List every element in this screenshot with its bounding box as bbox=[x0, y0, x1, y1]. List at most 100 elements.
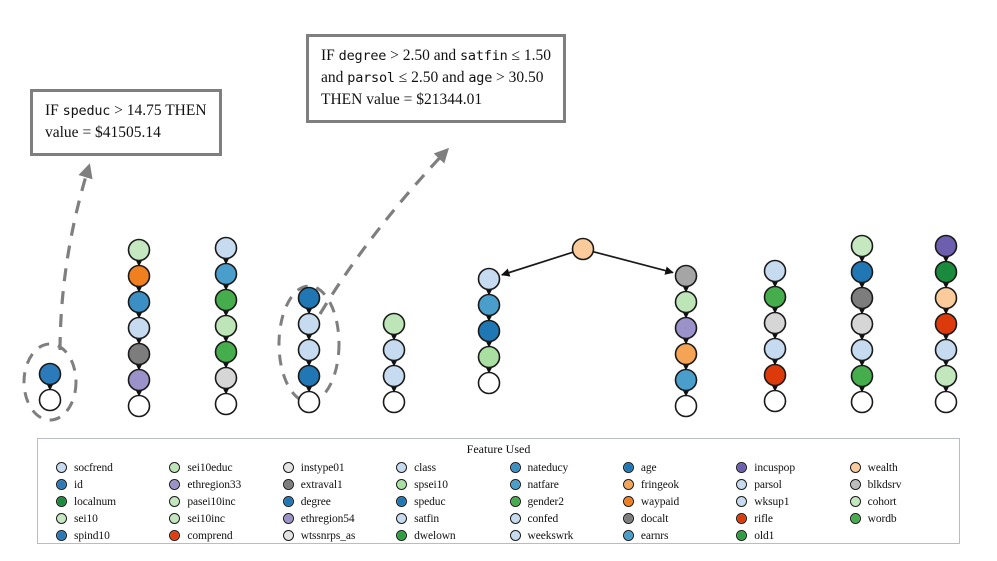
feature-node[interactable] bbox=[850, 312, 874, 336]
feature-node[interactable] bbox=[214, 288, 238, 312]
legend-item-earnrs[interactable]: earnrs bbox=[613, 527, 726, 544]
feature-node[interactable] bbox=[38, 362, 62, 386]
legend-item-wordb[interactable]: wordb bbox=[840, 510, 953, 527]
legend-item-speduc[interactable]: speduc bbox=[386, 493, 499, 510]
legend-item-parsol[interactable]: parsol bbox=[726, 476, 839, 493]
legend-item-weekswrk[interactable]: weekswrk bbox=[500, 527, 613, 544]
feature-node[interactable] bbox=[674, 264, 698, 288]
feature-node[interactable] bbox=[382, 312, 406, 336]
feature-node[interactable] bbox=[934, 338, 958, 362]
legend-item-fringeok[interactable]: fringeok bbox=[613, 476, 726, 493]
legend-item-cohort[interactable]: cohort bbox=[840, 493, 953, 510]
feature-node[interactable] bbox=[934, 234, 958, 258]
feature-node[interactable] bbox=[850, 364, 874, 388]
leaf-node[interactable] bbox=[763, 389, 787, 413]
feature-node[interactable] bbox=[297, 338, 321, 362]
feature-node[interactable] bbox=[763, 311, 787, 335]
feature-node[interactable] bbox=[297, 364, 321, 388]
feature-node[interactable] bbox=[763, 285, 787, 309]
feature-node[interactable] bbox=[382, 364, 406, 388]
feature-node[interactable] bbox=[382, 338, 406, 362]
feature-node[interactable] bbox=[477, 267, 501, 291]
feature-node[interactable] bbox=[850, 234, 874, 258]
legend-item-nateducy[interactable]: nateducy bbox=[500, 459, 613, 476]
feature-node[interactable] bbox=[850, 338, 874, 362]
legend-item-id[interactable]: id bbox=[46, 476, 159, 493]
feature-node[interactable] bbox=[127, 290, 151, 314]
legend-item-natfare[interactable]: natfare bbox=[500, 476, 613, 493]
legend-item-ethregion54[interactable]: ethregion54 bbox=[273, 510, 386, 527]
legend-item-blkdsrv[interactable]: blkdsrv bbox=[840, 476, 953, 493]
legend-item-pasei10inc[interactable]: pasei10inc bbox=[159, 493, 272, 510]
feature-node[interactable] bbox=[127, 368, 151, 392]
feature-node[interactable] bbox=[850, 260, 874, 284]
legend-item-class[interactable]: class bbox=[386, 459, 499, 476]
feature-node[interactable] bbox=[297, 286, 321, 310]
leaf-node[interactable] bbox=[850, 390, 874, 414]
root-split-node[interactable] bbox=[571, 237, 595, 261]
feature-node[interactable] bbox=[934, 364, 958, 388]
feature-node[interactable] bbox=[934, 260, 958, 284]
feature-node[interactable] bbox=[214, 314, 238, 338]
leaf-node[interactable] bbox=[127, 394, 151, 418]
leaf-node[interactable] bbox=[477, 371, 501, 395]
feature-node[interactable] bbox=[214, 236, 238, 260]
feature-node[interactable] bbox=[127, 238, 151, 262]
legend-item-sei10educ[interactable]: sei10educ bbox=[159, 459, 272, 476]
feature-node[interactable] bbox=[214, 340, 238, 364]
legend-item-incuspop[interactable]: incuspop bbox=[726, 459, 839, 476]
leaf-node[interactable] bbox=[38, 388, 62, 412]
feature-node[interactable] bbox=[297, 312, 321, 336]
leaf-node[interactable] bbox=[674, 394, 698, 418]
legend-item-docalt[interactable]: docalt bbox=[613, 510, 726, 527]
legend-swatch-icon bbox=[169, 496, 181, 507]
feature-node[interactable] bbox=[477, 319, 501, 343]
legend-item-satfin[interactable]: satfin bbox=[386, 510, 499, 527]
leaf-node[interactable] bbox=[297, 390, 321, 414]
feature-node[interactable] bbox=[674, 316, 698, 340]
legend-item-wksup1[interactable]: wksup1 bbox=[726, 493, 839, 510]
legend-item-spsei10[interactable]: spsei10 bbox=[386, 476, 499, 493]
legend-item-age[interactable]: age bbox=[613, 459, 726, 476]
feature-node[interactable] bbox=[763, 337, 787, 361]
feature-node[interactable] bbox=[934, 312, 958, 336]
legend-item-ethregion33[interactable]: ethregion33 bbox=[159, 476, 272, 493]
legend-item-socfrend[interactable]: socfrend bbox=[46, 459, 159, 476]
feature-node[interactable] bbox=[127, 264, 151, 288]
legend-item-dwelown[interactable]: dwelown bbox=[386, 527, 499, 544]
feature-node[interactable] bbox=[477, 345, 501, 369]
feature-node[interactable] bbox=[477, 293, 501, 317]
legend-item-sei10[interactable]: sei10 bbox=[46, 510, 159, 527]
legend-item-degree[interactable]: degree bbox=[273, 493, 386, 510]
feature-node[interactable] bbox=[214, 366, 238, 390]
feature-node[interactable] bbox=[850, 286, 874, 310]
legend-swatch-icon bbox=[509, 496, 521, 507]
legend-item-rifle[interactable]: rifle bbox=[726, 510, 839, 527]
legend-item-extraval1[interactable]: extraval1 bbox=[273, 476, 386, 493]
feature-node[interactable] bbox=[763, 363, 787, 387]
legend-item-waypaid[interactable]: waypaid bbox=[613, 493, 726, 510]
feature-node[interactable] bbox=[674, 368, 698, 392]
feature-node[interactable] bbox=[674, 342, 698, 366]
feature-node[interactable] bbox=[127, 316, 151, 340]
legend-item-sei10inc[interactable]: sei10inc bbox=[159, 510, 272, 527]
legend-item-localnum[interactable]: localnum bbox=[46, 493, 159, 510]
legend-item-wealth[interactable]: wealth bbox=[840, 459, 953, 476]
feature-node[interactable] bbox=[214, 262, 238, 286]
legend-item-spind10[interactable]: spind10 bbox=[46, 527, 159, 544]
legend-item-wtssnrps_as[interactable]: wtssnrps_as bbox=[273, 527, 386, 544]
legend-item-old1[interactable]: old1 bbox=[726, 527, 839, 544]
legend-item-comprend[interactable]: comprend bbox=[159, 527, 272, 544]
feature-node[interactable] bbox=[127, 342, 151, 366]
leaf-node[interactable] bbox=[214, 392, 238, 416]
legend-item-gender2[interactable]: gender2 bbox=[500, 493, 613, 510]
legend-item-instype01[interactable]: instype01 bbox=[273, 459, 386, 476]
leaf-node[interactable] bbox=[934, 390, 958, 414]
legend-item-label: ethregion33 bbox=[187, 478, 242, 491]
feature-node[interactable] bbox=[934, 286, 958, 310]
feature-node[interactable] bbox=[674, 290, 698, 314]
legend-item-confed[interactable]: confed bbox=[500, 510, 613, 527]
leaf-node[interactable] bbox=[382, 390, 406, 414]
feature-node[interactable] bbox=[763, 259, 787, 283]
